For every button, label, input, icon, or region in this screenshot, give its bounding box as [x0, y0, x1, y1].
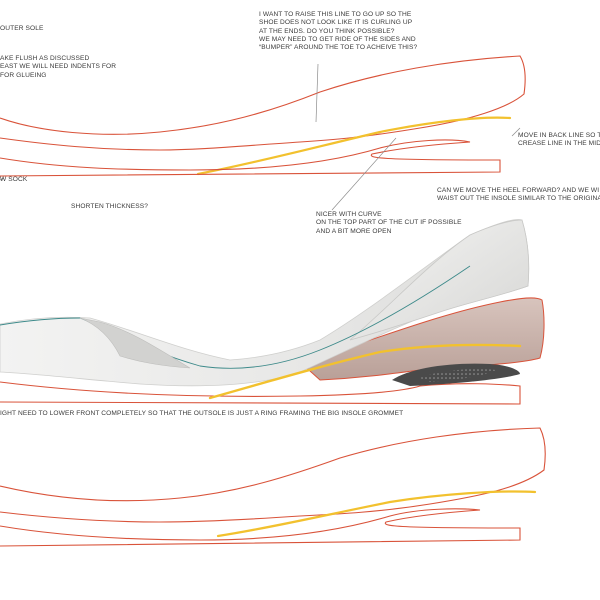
- bottom-outsole-outline: [0, 508, 521, 547]
- bottom-upper-outline: [0, 427, 546, 523]
- note-raise-line-line: WE MAY NEED TO GET RIDE OF THE SIDES AND: [259, 35, 416, 43]
- note-back-line-line: MOVE IN BACK LINE SO T: [518, 132, 600, 139]
- top-crease-line: [196, 116, 512, 176]
- render-crease-line: [208, 343, 522, 400]
- note-outer-sole: OUTER SOLE: [0, 25, 44, 33]
- note-heel-line: CAN WE MOVE THE HEEL FORWARD? AND WE WI: [437, 187, 600, 194]
- note-raise-line-line: “BUMPER” AROUND THE TOE TO ACHEIVE THIS?: [259, 44, 418, 52]
- note-lower-front-line: IGHT NEED TO LOWER FRONT COMPLETELY SO T…: [0, 410, 404, 417]
- note-heel-line: WAIST OUT THE INSOLE SIMILAR TO THE ORIG…: [437, 195, 600, 203]
- note-curve: NICER WITH CURVE ON THE TOP PART OF THE …: [316, 211, 462, 236]
- outsole-base-outline: [0, 381, 521, 405]
- top-outsole-outline: [0, 139, 501, 177]
- note-outer-sole-line: OUTER SOLE: [0, 25, 44, 32]
- toe-fold: [79, 317, 191, 369]
- note-raise-line-line: I WANT TO RAISE THIS LINE TO GO UP SO TH…: [259, 11, 412, 18]
- leader-raise-line: [315, 63, 319, 123]
- note-flush: AKE FLUSH AS DISCUSSED EAST WE WILL NEED…: [0, 55, 116, 80]
- note-back-line-line: CREASE LINE IN THE MIDD: [518, 140, 600, 148]
- insole-grommet-dots: [420, 369, 496, 382]
- note-raise-line-line: AT THE ENDS. DO YOU THINK POSSIBLE?: [259, 27, 395, 35]
- note-raise-line-line: SHOE DOES NOT LOOK LIKE IT IS CURLING UP: [259, 19, 413, 27]
- note-flush-line: AKE FLUSH AS DISCUSSED: [0, 55, 90, 62]
- note-flush-line: FOR GLUEING: [0, 71, 47, 79]
- note-thickness-line: SHORTEN THICKNESS?: [71, 203, 149, 210]
- note-curve-line: ON THE TOP PART OF THE CUT IF POSSIBLE: [316, 219, 462, 227]
- note-back-line: MOVE IN BACK LINE SO T CREASE LINE IN TH…: [518, 132, 600, 149]
- note-heel: CAN WE MOVE THE HEEL FORWARD? AND WE WI …: [437, 187, 600, 204]
- note-raise-line: I WANT TO RAISE THIS LINE TO GO UP SO TH…: [259, 11, 417, 52]
- note-sock-line: W SOCK: [0, 176, 28, 183]
- note-sock: W SOCK: [0, 176, 27, 184]
- sole-wedge-band: [298, 297, 545, 381]
- top-sole-drawing: [0, 55, 526, 177]
- annotation-leaders: [0, 63, 521, 211]
- bottom-sole-drawing: [0, 427, 546, 547]
- note-lower-front: IGHT NEED TO LOWER FRONT COMPLETELY SO T…: [0, 410, 403, 418]
- note-curve-line: AND A BIT MORE OPEN: [316, 227, 392, 235]
- insole-edge-line: [0, 265, 471, 369]
- bottom-crease-line: [216, 490, 537, 538]
- note-thickness: SHORTEN THICKNESS?: [71, 203, 148, 211]
- leader-sock: [0, 177, 5, 181]
- shoe-heel-counter: [349, 219, 530, 341]
- leader-curve: [331, 137, 397, 211]
- shoe-render: [0, 219, 545, 405]
- leader-back-line: [511, 127, 521, 137]
- top-upper-outline: [0, 55, 526, 151]
- note-curve-line: NICER WITH CURVE: [316, 211, 382, 218]
- note-flush-line: EAST WE WILL NEED INDENTS FOR: [0, 63, 117, 71]
